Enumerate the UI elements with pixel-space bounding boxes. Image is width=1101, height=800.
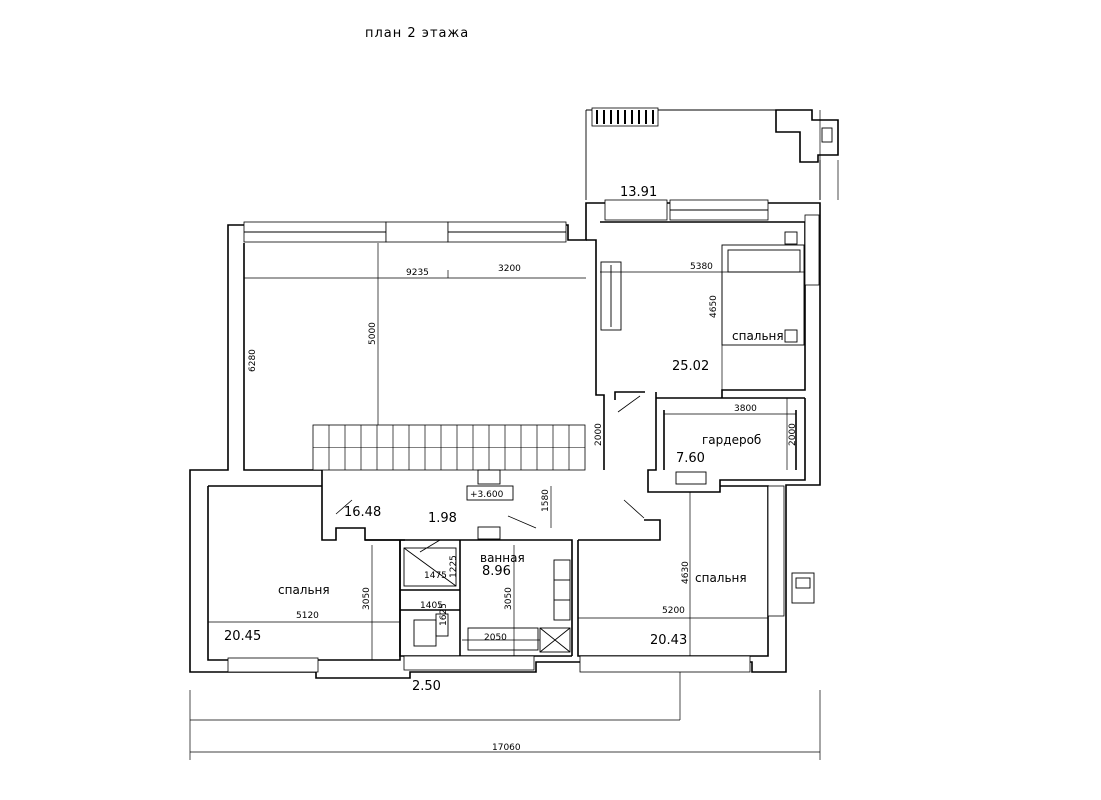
area-wardrobe: 7.60 <box>676 451 705 466</box>
dim-9235: 9235 <box>406 268 429 278</box>
dim-6280: 6280 <box>248 349 258 372</box>
area-wc: 2.50 <box>412 679 441 694</box>
dim-3050b: 3050 <box>504 587 514 610</box>
terrace <box>585 107 839 200</box>
label-bedroom-ne: спальня <box>732 329 784 343</box>
level-mark: +3.600 <box>466 485 514 501</box>
window-south-e <box>579 655 751 673</box>
dim-17060: 17060 <box>492 743 521 753</box>
dim-2000a: 2000 <box>594 423 604 446</box>
dim-1225: 1225 <box>449 555 459 578</box>
dim-3050a: 3050 <box>362 587 372 610</box>
window-se <box>767 485 785 617</box>
area-bath: 8.96 <box>482 564 511 579</box>
label-bath: ванная <box>480 551 525 565</box>
dim-1405: 1405 <box>420 601 443 611</box>
label-bedroom-w: спальня <box>278 583 330 597</box>
door-swings <box>335 395 645 553</box>
window-south-w <box>227 657 319 673</box>
bath-cabinet <box>553 559 571 621</box>
plan-title: план 2 этажа <box>365 26 469 41</box>
area-bath-small: 1.98 <box>428 511 457 526</box>
niche <box>477 469 501 485</box>
dim-1625: 1625 <box>439 603 449 626</box>
toilet <box>413 619 437 647</box>
dim-5380: 5380 <box>690 262 713 272</box>
east-box <box>791 572 815 604</box>
radiator-fins <box>596 110 654 124</box>
dim-5000: 5000 <box>368 322 378 345</box>
bedroom-ne-walls <box>600 221 806 493</box>
bathtub <box>467 627 539 651</box>
window-north-2 <box>385 221 449 243</box>
staircase <box>312 424 586 471</box>
window-ne-1 <box>604 199 668 221</box>
label-wardrobe: гардероб <box>702 433 761 447</box>
svg-text:+3.600: +3.600 <box>470 490 504 500</box>
area-hall: 16.48 <box>344 505 381 520</box>
fireplace <box>775 109 839 163</box>
sink <box>435 613 449 637</box>
dimension-lines <box>189 110 839 760</box>
inner-wall-west <box>243 243 405 541</box>
bath-entry <box>477 526 501 540</box>
dim-3800: 3800 <box>734 404 757 414</box>
area-bedroom-ne: 25.02 <box>672 359 709 374</box>
dim-5120: 5120 <box>296 611 319 621</box>
dim-2050: 2050 <box>484 633 507 643</box>
area-terrace: 13.91 <box>620 185 657 200</box>
closet <box>600 261 622 331</box>
dim-3200: 3200 <box>498 264 521 274</box>
area-bedroom-w: 20.45 <box>224 629 261 644</box>
vent-ne <box>675 471 707 485</box>
label-bedroom-e: спальня <box>695 571 747 585</box>
bath-walls <box>365 539 573 660</box>
dim-4630: 4630 <box>681 561 691 584</box>
window-south-bath <box>403 655 535 671</box>
dim-5200: 5200 <box>662 606 685 616</box>
area-bedroom-e: 20.43 <box>650 633 687 648</box>
shower <box>403 547 457 587</box>
bedroom-e-walls <box>577 485 769 657</box>
dim-1475: 1475 <box>424 571 447 581</box>
dim-1580: 1580 <box>541 489 551 512</box>
window-east <box>804 214 820 286</box>
dim-2000b: 2000 <box>788 423 798 446</box>
dim-4650: 4650 <box>709 295 719 318</box>
